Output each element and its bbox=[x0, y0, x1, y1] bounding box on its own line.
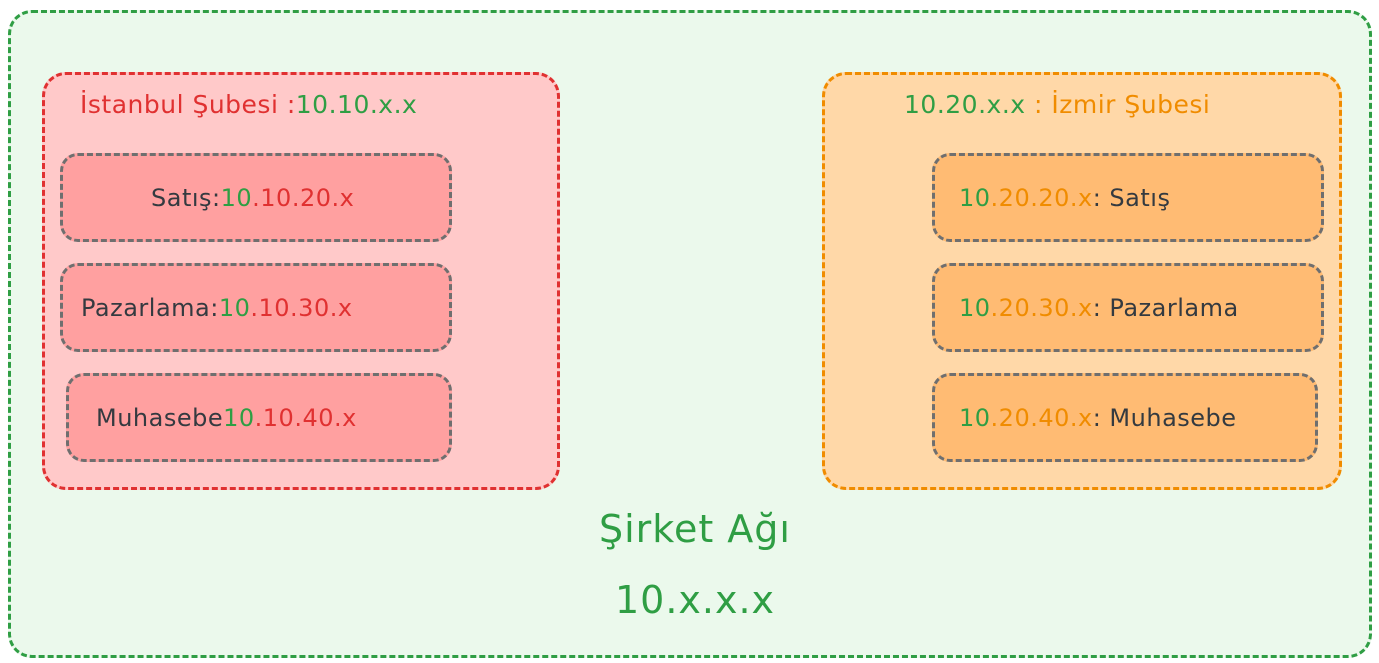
dept-name: Satış: bbox=[151, 183, 221, 212]
dept-ip-prefix: 10 bbox=[223, 403, 255, 432]
dept-ip-prefix: 10 bbox=[959, 293, 991, 322]
dept-name: : Pazarlama bbox=[1092, 293, 1239, 322]
dept-ip-rest: .10.20.x bbox=[252, 183, 355, 212]
dept-name: Pazarlama: bbox=[81, 293, 219, 322]
dept-ip-rest: .20.20.x bbox=[990, 183, 1093, 212]
izmir-ip-rest: .20.x.x bbox=[936, 90, 1026, 119]
dept-name: : Muhasebe bbox=[1092, 403, 1237, 432]
dept-ip-prefix: 10 bbox=[220, 183, 253, 212]
dept-name: : Satış bbox=[1092, 183, 1171, 212]
dept-ip-prefix: 10 bbox=[218, 293, 251, 322]
istanbul-dept-sales: Satış: 10.10.20.x bbox=[60, 153, 452, 242]
network-name: Şirket Ağı bbox=[599, 507, 791, 551]
dept-ip-rest: .20.30.x bbox=[990, 293, 1093, 322]
network-range: 10.x.x.x bbox=[614, 578, 776, 622]
istanbul-branch-name: İstanbul Şubesi : bbox=[80, 90, 296, 119]
istanbul-dept-accounting: Muhasebe 10.10.40.x bbox=[66, 373, 452, 462]
istanbul-branch-title: İstanbul Şubesi :10.10.x.x bbox=[80, 90, 417, 119]
dept-ip-prefix: 10 bbox=[959, 183, 991, 212]
izmir-branch-title: 10.20.x.x : İzmir Şubesi bbox=[904, 90, 1210, 119]
dept-name: Muhasebe bbox=[96, 403, 224, 432]
istanbul-dept-marketing: Pazarlama:10.10.30.x bbox=[60, 263, 452, 352]
izmir-branch-name: : İzmir Şubesi bbox=[1025, 90, 1211, 119]
dept-ip-rest: .10.30.x bbox=[250, 293, 353, 322]
izmir-dept-accounting: 10.20.40.x : Muhasebe bbox=[932, 373, 1318, 462]
dept-ip-rest: .10.40.x bbox=[254, 403, 357, 432]
izmir-dept-marketing: 10.20.30.x: Pazarlama bbox=[932, 263, 1324, 352]
izmir-dept-sales: 10.20.20.x: Satış bbox=[932, 153, 1324, 242]
istanbul-ip-prefix: 10 bbox=[295, 90, 329, 119]
dept-ip-rest: .20.40.x bbox=[990, 403, 1093, 432]
dept-ip-prefix: 10 bbox=[959, 403, 991, 432]
istanbul-ip-rest: .10.x.x bbox=[328, 90, 418, 119]
izmir-ip-prefix: 10 bbox=[904, 90, 937, 119]
